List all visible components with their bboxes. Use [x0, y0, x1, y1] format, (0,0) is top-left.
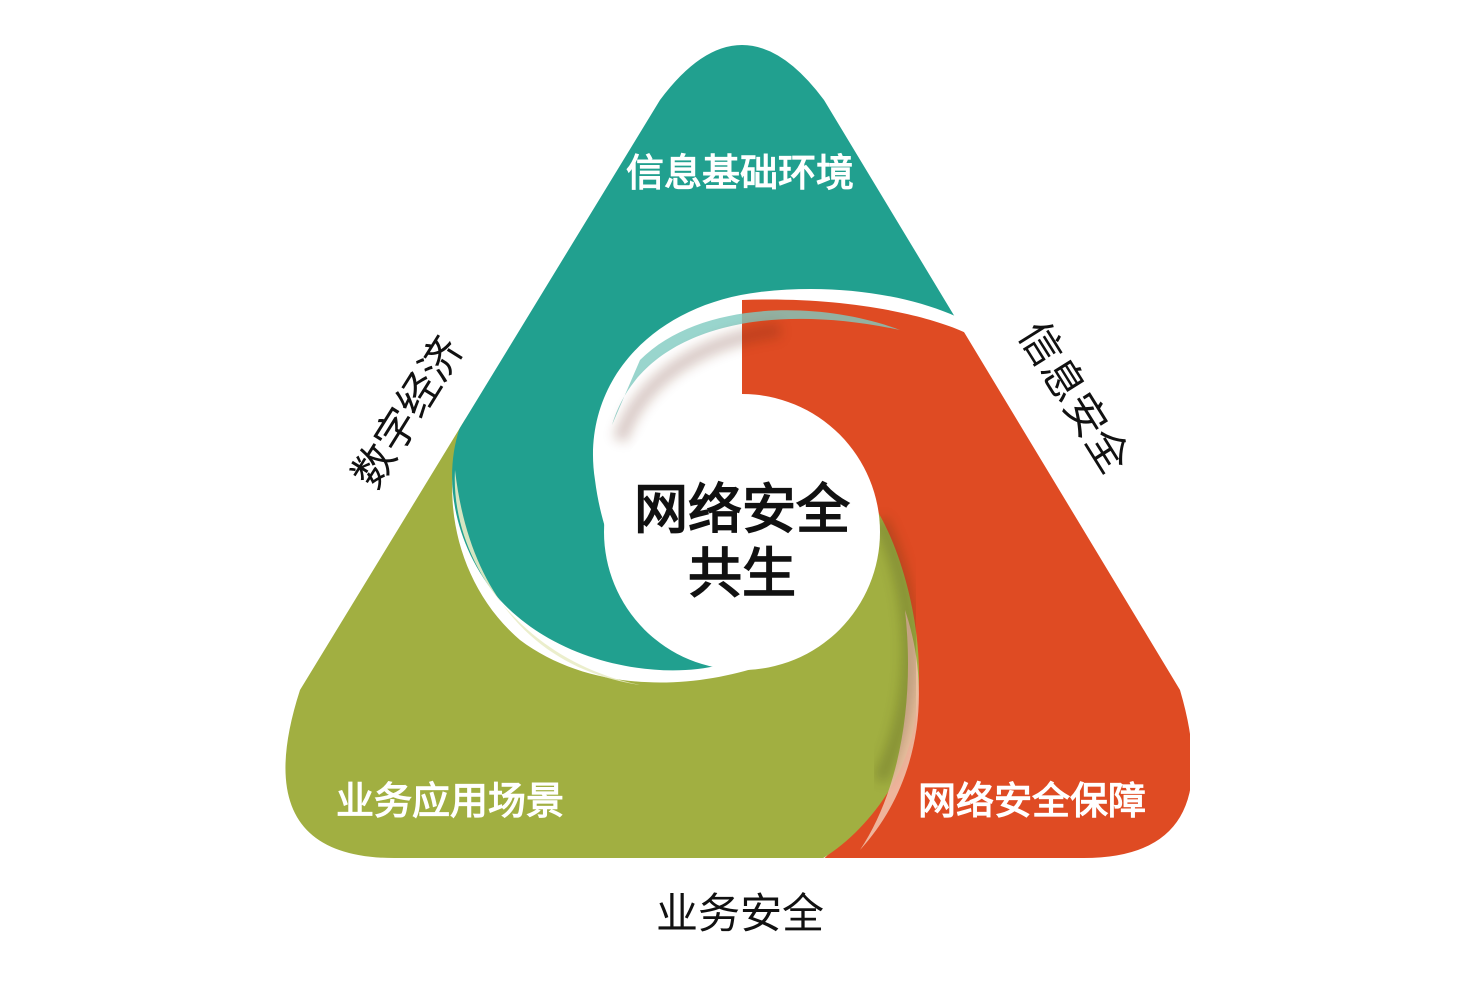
center-circle — [604, 394, 880, 670]
side-label-business-security: 业务安全 — [656, 889, 824, 938]
label-network-security-assurance: 网络安全保障 — [918, 779, 1146, 823]
center-title-line-2: 共生 — [688, 542, 796, 605]
label-business-application-scenarios: 业务应用场景 — [336, 779, 564, 823]
center-title-line-1: 网络安全 — [634, 478, 851, 541]
label-information-infrastructure: 信息基础环境 — [626, 151, 854, 195]
segment-olive — [285, 390, 919, 859]
segment-orange — [742, 299, 1190, 859]
